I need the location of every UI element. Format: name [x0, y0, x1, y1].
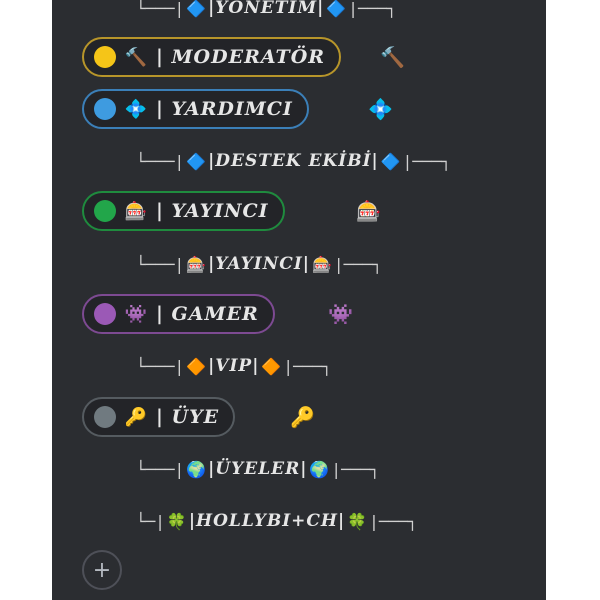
subrole-uyeler[interactable]: └───| 🌍 |ÜYELER| 🌍 |───┐: [136, 455, 380, 483]
tree-line-left: └─|: [136, 511, 165, 531]
globe-icon: 🌍: [309, 459, 330, 479]
subrole-name: |DESTEK EKİBİ|: [208, 151, 379, 171]
subrole-name: |VIP|: [208, 356, 260, 376]
key-icon: 🔑: [290, 405, 315, 429]
hammer-icon: 🔨: [380, 45, 405, 69]
role-color-dot: [94, 98, 116, 120]
role-row-uye[interactable]: 🔑 | ÜYE 🔑: [52, 397, 546, 441]
four-leaf-clover-icon: 🍀: [347, 511, 368, 531]
role-row-yardimci[interactable]: 💠 | YARDIMCI 💠: [52, 89, 546, 133]
role-pill-yayinci[interactable]: 🎰 | YAYINCI: [82, 191, 285, 231]
role-pill-uye[interactable]: 🔑 | ÜYE: [82, 397, 236, 437]
subrole-vip[interactable]: └───| 🔶 |VIP| 🔶 |───┐: [136, 352, 331, 380]
tree-line-left: └───|: [136, 356, 185, 376]
tree-line-right: |───┐: [369, 511, 418, 531]
role-name: | ÜYE: [156, 406, 220, 428]
subrole-name: |YÖNETİM|: [208, 0, 325, 18]
globe-icon: 🌍: [186, 459, 207, 479]
diamond-shape-icon: 💠: [368, 97, 393, 121]
role-name: | MODERATÖR: [156, 46, 326, 68]
plus-icon: +: [92, 557, 112, 583]
tree-line-left: └───|: [136, 459, 185, 479]
diamond-shape-icon: 💠: [124, 98, 148, 120]
slot-machine-icon: 🎰: [356, 199, 381, 223]
tree-line-right: |───┐: [333, 254, 383, 274]
diamond-icon: 🔷: [380, 151, 401, 171]
slot-machine-icon: 🎰: [186, 254, 207, 274]
subrole-name: |HOLLYBI+CH|: [188, 511, 346, 531]
tree-line-right: |───┐: [348, 0, 397, 18]
add-role-button[interactable]: +: [82, 550, 122, 590]
tree-line-right: |───┐: [402, 151, 451, 171]
hammer-icon: 🔨: [124, 46, 148, 68]
tree-line-right: |───┐: [331, 459, 380, 479]
diamond-icon: 🔷: [326, 0, 347, 18]
role-color-dot: [94, 46, 116, 68]
subrole-yayinci[interactable]: └───| 🎰 |YAYINCI| 🎰 |───┐: [136, 250, 382, 278]
subrole-name: |YAYINCI|: [208, 254, 310, 274]
role-row-gamer[interactable]: 👾 | GAMER 👾: [52, 294, 546, 338]
role-color-dot: [94, 406, 116, 428]
subrole-hollybi[interactable]: └─| 🍀 |HOLLYBI+CH| 🍀 |───┐: [136, 507, 417, 535]
role-pill-moderator[interactable]: 🔨 | MODERATÖR: [82, 37, 342, 77]
role-pill-yardimci[interactable]: 💠 | YARDIMCI: [82, 89, 309, 129]
role-row-yayinci[interactable]: 🎰 | YAYINCI 🎰: [52, 191, 546, 235]
tree-line-left: └───|: [136, 254, 185, 274]
tree-line-left: └───|: [136, 151, 185, 171]
role-name: | GAMER: [156, 303, 259, 325]
role-row-moderator[interactable]: 🔨 | MODERATÖR 🔨: [52, 37, 546, 81]
orange-diamond-icon: 🔶: [186, 356, 207, 376]
four-leaf-clover-icon: 🍀: [166, 511, 187, 531]
role-color-dot: [94, 200, 116, 222]
key-icon: 🔑: [124, 406, 148, 428]
role-name: | YARDIMCI: [156, 98, 293, 120]
subrole-name: |ÜYELER|: [208, 459, 308, 479]
role-pill-gamer[interactable]: 👾 | GAMER: [82, 294, 275, 334]
role-color-dot: [94, 303, 116, 325]
orange-diamond-icon: 🔶: [261, 356, 282, 376]
alien-monster-icon: 👾: [328, 302, 353, 326]
role-list-panel: └───| 🔷 |YÖNETİM| 🔷 |───┐ 🔨 | MODERATÖR …: [52, 0, 546, 600]
subrole-yonetim[interactable]: └───| 🔷 |YÖNETİM| 🔷 |───┐: [136, 0, 396, 22]
diamond-icon: 🔷: [186, 151, 207, 171]
slot-machine-icon: 🎰: [311, 254, 332, 274]
role-name: | YAYINCI: [156, 200, 269, 222]
tree-line-right: |───┐: [283, 356, 332, 376]
subrole-destek-ekibi[interactable]: └───| 🔷 |DESTEK EKİBİ| 🔷 |───┐: [136, 147, 451, 175]
alien-monster-icon: 👾: [124, 303, 148, 325]
diamond-icon: 🔷: [186, 0, 207, 18]
tree-line-left: └───|: [136, 0, 185, 18]
slot-machine-icon: 🎰: [124, 200, 148, 222]
